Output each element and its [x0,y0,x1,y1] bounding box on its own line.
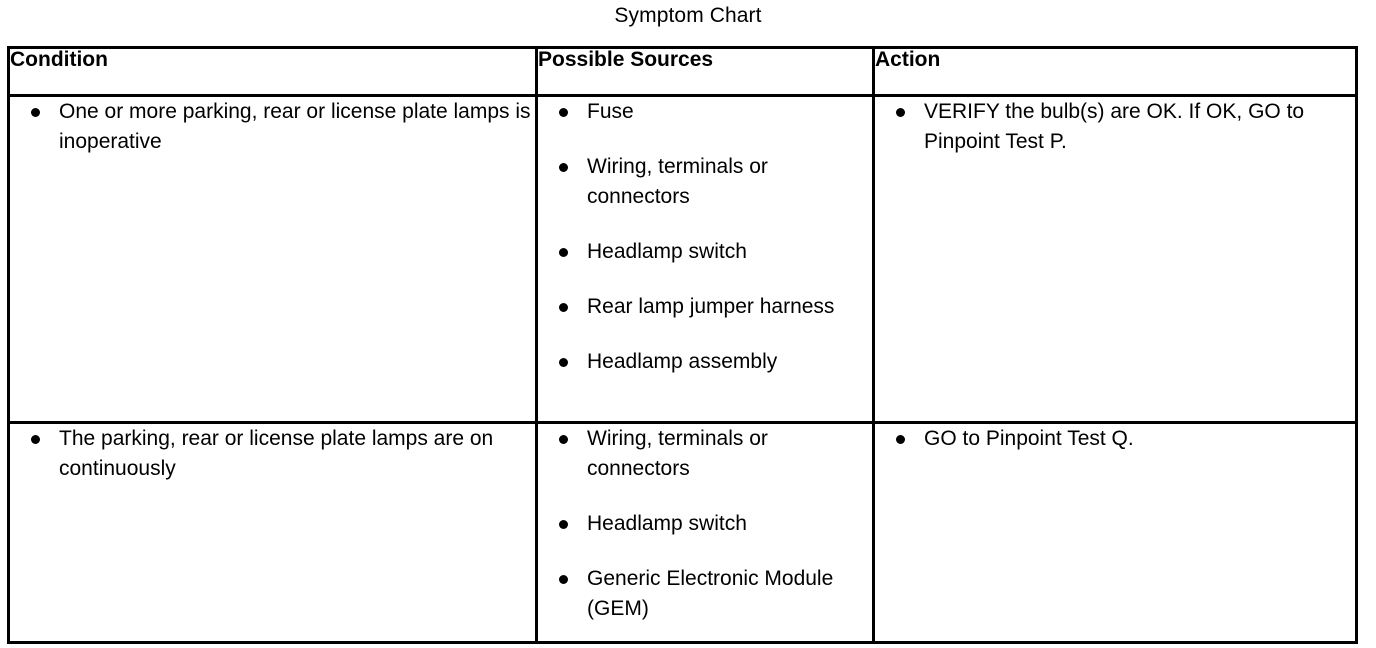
list-item: Rear lamp jumper harness [538,292,872,322]
list-item: Wiring, terminals or connectors [538,424,872,484]
cell-possible-sources: Wiring, terminals or connectors Headlamp… [535,421,875,644]
list-item: GO to Pinpoint Test Q. [875,424,1355,454]
symptom-chart-table: Condition Possible Sources Action One or… [7,46,1358,644]
cell-condition: The parking, rear or license plate lamps… [7,421,538,644]
column-header-possible-sources: Possible Sources [535,46,875,97]
condition-bullet-list: One or more parking, rear or license pla… [10,97,535,157]
possible-sources-bullet-list: Fuse Wiring, terminals or connectors Hea… [538,97,872,377]
list-item: Generic Electronic Module (GEM) [538,564,872,624]
table-row: One or more parking, rear or license pla… [7,94,1358,424]
condition-bullet-list: The parking, rear or license plate lamps… [10,424,535,484]
page-title: Symptom Chart [614,4,762,27]
cell-possible-sources: Fuse Wiring, terminals or connectors Hea… [535,94,875,424]
list-item: One or more parking, rear or license pla… [10,97,535,157]
action-bullet-list: VERIFY the bulb(s) are OK. If OK, GO to … [875,97,1355,157]
column-header-action: Action [872,46,1358,97]
list-item: Headlamp assembly [538,347,872,377]
list-item: Headlamp switch [538,509,872,539]
list-item: VERIFY the bulb(s) are OK. If OK, GO to … [875,97,1355,157]
cell-action: VERIFY the bulb(s) are OK. If OK, GO to … [872,94,1358,424]
action-bullet-list: GO to Pinpoint Test Q. [875,424,1355,454]
cell-action: GO to Pinpoint Test Q. [872,421,1358,644]
list-item: Wiring, terminals or connectors [538,152,872,212]
table-header: Condition Possible Sources Action [7,46,1358,97]
list-item: Fuse [538,97,872,127]
column-header-condition: Condition [7,46,538,97]
table-body: One or more parking, rear or license pla… [7,94,1358,644]
list-item: The parking, rear or license plate lamps… [10,424,535,484]
list-item: Headlamp switch [538,237,872,267]
table-row: The parking, rear or license plate lamps… [7,421,1358,644]
table-header-row: Condition Possible Sources Action [7,46,1358,97]
possible-sources-bullet-list: Wiring, terminals or connectors Headlamp… [538,424,872,624]
cell-condition: One or more parking, rear or license pla… [7,94,538,424]
